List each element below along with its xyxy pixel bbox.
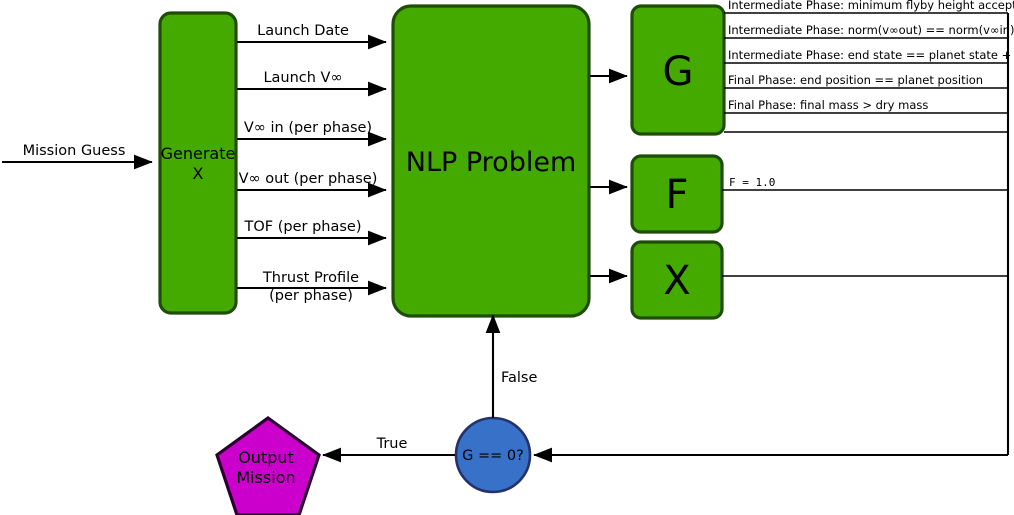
true-branch-edge: True xyxy=(322,436,455,463)
generate-x-box[interactable] xyxy=(158,11,238,315)
nlp-output-edges xyxy=(590,68,628,284)
f-label: F xyxy=(665,172,688,218)
constraint-label-5: Final Phase: final mass > dry mass xyxy=(728,98,928,112)
g-node[interactable]: G xyxy=(630,4,726,136)
generate-x-label-line1: Generate xyxy=(161,144,236,163)
objective-edge: F = 1.0 xyxy=(722,176,1008,191)
edge-label-vinf-out: V∞ out (per phase) xyxy=(239,171,378,187)
false-branch-label: False xyxy=(501,370,537,386)
g-label: G xyxy=(663,49,694,95)
edge-launch-date: Launch Date xyxy=(237,23,387,50)
edge-launch-vinf: Launch V∞ xyxy=(237,70,387,97)
decision-label: G == 0? xyxy=(462,448,524,464)
edge-label-launch-date: Launch Date xyxy=(257,23,349,39)
output-mission-label-line1: Output xyxy=(238,448,294,467)
x-label: X xyxy=(663,258,690,304)
g-box[interactable] xyxy=(630,4,726,136)
edge-label-vinf-in: V∞ in (per phase) xyxy=(244,120,372,136)
edge-tof: TOF (per phase) xyxy=(237,219,387,246)
decision-node[interactable]: G == 0? xyxy=(454,416,532,494)
x-box[interactable] xyxy=(630,240,724,320)
constraint-label-1: Intermediate Phase: minimum flyby height… xyxy=(728,0,1014,12)
false-branch-edge: False xyxy=(485,314,537,418)
true-branch-label: True xyxy=(376,436,408,452)
output-mission-pentagon[interactable] xyxy=(215,416,321,515)
nlp-problem-label: NLP Problem xyxy=(406,147,577,178)
output-mission-label-line2: Mission xyxy=(236,468,295,487)
edge-vinf-in: V∞ in (per phase) xyxy=(237,120,387,147)
mission-guess-label: Mission Guess xyxy=(23,143,126,159)
edge-thrust-profile: Thrust Profile (per phase) xyxy=(237,270,387,304)
edge-label-launch-vinf: Launch V∞ xyxy=(263,70,342,86)
constraint-label-4: Final Phase: end position == planet posi… xyxy=(728,73,983,87)
mission-guess-edge: Mission Guess xyxy=(2,143,153,170)
feedback-bus xyxy=(533,13,1010,463)
edge-label-tof: TOF (per phase) xyxy=(244,219,362,235)
constraint-label-2: Intermediate Phase: norm(v∞out) == norm(… xyxy=(728,23,1014,37)
constraint-label-3: Intermediate Phase: end state == planet … xyxy=(728,48,1014,62)
generate-x-label-line2: X xyxy=(193,164,204,183)
edge-label-thrust-profile: Thrust Profile xyxy=(262,270,359,286)
constraint-edges: Intermediate Phase: minimum flyby height… xyxy=(724,0,1014,133)
output-mission-node[interactable]: Output Mission xyxy=(215,416,321,515)
f-node[interactable]: F xyxy=(630,154,724,234)
f-box[interactable] xyxy=(630,154,724,234)
edge-label-thrust-profile-line2: (per phase) xyxy=(269,288,353,304)
generate-x-node[interactable]: Generate X xyxy=(158,11,238,315)
decision-variable-edges: Launch Date Launch V∞ V∞ in (per phase) … xyxy=(237,23,387,304)
edge-vinf-out: V∞ out (per phase) xyxy=(237,171,387,198)
x-node[interactable]: X xyxy=(630,240,724,320)
objective-label: F = 1.0 xyxy=(729,176,775,189)
nlp-problem-node[interactable]: NLP Problem xyxy=(391,4,591,318)
